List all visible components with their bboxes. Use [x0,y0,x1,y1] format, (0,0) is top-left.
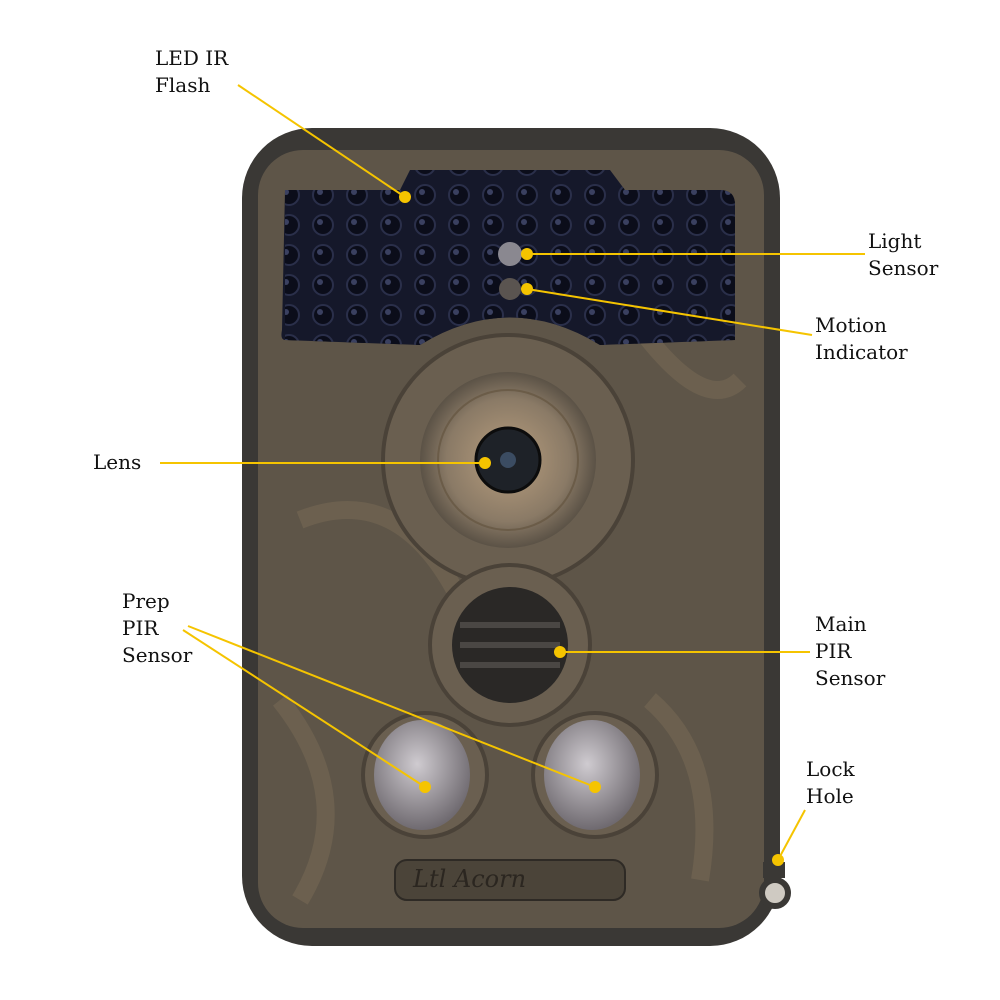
callout-line-motion [526,288,813,336]
light-sensor [498,242,522,266]
label-lock-hole: Lock Hole [806,757,855,808]
callout-line-led [237,84,406,198]
lock-hole [759,877,791,909]
callout-line-prep-right [187,625,596,788]
motion-indicator [499,278,521,300]
label-lens: Lens [93,450,142,474]
label-led-ir-flash: LED IR Flash [155,46,229,97]
brand-logo: Ltl Acorn [413,865,527,893]
callout-dots [399,191,784,866]
label-prep-pir-sensor: Prep PIR Sensor [122,589,193,667]
label-main-pir-sensor: Main PIR Sensor [815,612,886,690]
brand-logo-plate [394,859,626,901]
prep-pir-right [544,720,640,830]
label-motion-indicator: Motion Indicator [815,313,908,364]
callout-lines [160,84,865,861]
callout-line-lock [777,809,806,861]
prep-pir-left [374,720,470,830]
label-light-sensor: Light Sensor [868,229,939,280]
callout-line-prep-left [182,629,426,788]
